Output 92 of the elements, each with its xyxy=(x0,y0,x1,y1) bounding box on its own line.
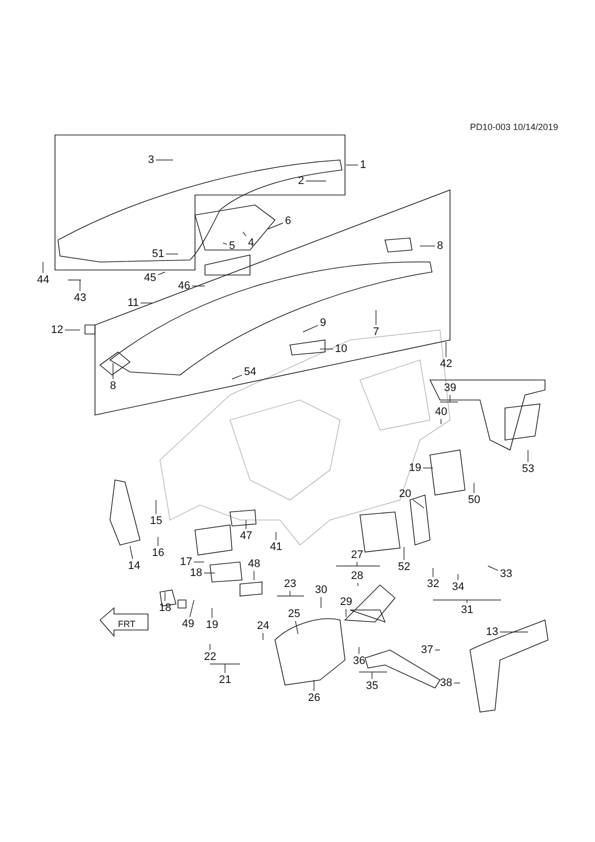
leader-line xyxy=(440,418,442,424)
leader-line xyxy=(140,302,152,304)
callout-number: 20 xyxy=(398,488,412,500)
callout-number: 14 xyxy=(127,560,142,572)
leader-line xyxy=(158,272,166,276)
callout-number: 54 xyxy=(243,366,258,378)
callout-number: 43 xyxy=(73,292,88,304)
callout-number: 38 xyxy=(439,677,454,689)
callout-number: 34 xyxy=(451,581,466,593)
callout-number: 46 xyxy=(177,280,192,292)
leader-line xyxy=(130,546,133,560)
leader-line xyxy=(268,222,284,230)
callout-number: 12 xyxy=(50,324,64,336)
leader-line xyxy=(295,620,298,634)
leader-line xyxy=(440,394,458,402)
callout-number: 8 xyxy=(109,380,118,392)
leader-line xyxy=(432,600,502,604)
callout-number: 25 xyxy=(287,608,302,620)
callout-number: 24 xyxy=(256,620,270,632)
leader-line xyxy=(412,500,424,508)
leader-line xyxy=(358,672,388,680)
callout-number: 7 xyxy=(372,326,380,338)
callout-number: 37 xyxy=(420,644,434,656)
leader-line xyxy=(262,632,264,640)
callout-number: 9 xyxy=(319,317,328,329)
leader-line xyxy=(210,664,240,674)
callout-number: 2 xyxy=(297,175,306,187)
callout-number: 42 xyxy=(439,358,454,370)
callout-number: 26 xyxy=(307,692,322,704)
callout-number: 18 xyxy=(189,567,204,579)
callout-number: 16 xyxy=(151,547,166,559)
callout-number: 35 xyxy=(365,680,380,692)
callout-number: 30 xyxy=(314,584,328,596)
callout-number: 49 xyxy=(181,618,196,630)
callout-number: 21 xyxy=(218,674,232,686)
direction-label: FRT xyxy=(118,619,136,629)
callout-number: 51 xyxy=(151,248,166,260)
leader-line xyxy=(432,568,434,578)
leader-line xyxy=(276,590,304,596)
leader-line xyxy=(204,572,216,574)
leader-line xyxy=(306,180,326,182)
callout-number: 22 xyxy=(203,651,218,663)
callout-number: 23 xyxy=(283,578,298,590)
leader-line xyxy=(454,682,460,684)
callout-number: 19 xyxy=(205,619,220,631)
leader-line xyxy=(189,600,194,618)
callout-number: 18 xyxy=(158,602,172,614)
callout-number: 52 xyxy=(397,561,412,573)
callout-number: 5 xyxy=(228,240,236,252)
callout-number: 11 xyxy=(126,297,140,309)
callout-number: 47 xyxy=(239,530,254,542)
callout-number: 45 xyxy=(143,272,158,284)
callout-number: 4 xyxy=(247,237,256,249)
callout-number: 17 xyxy=(179,556,194,568)
callout-number: 48 xyxy=(247,558,262,570)
leader-line xyxy=(242,232,246,236)
leader-line xyxy=(302,324,318,332)
leader-line xyxy=(164,592,166,602)
leader-line xyxy=(222,242,228,245)
leader-line xyxy=(68,280,82,292)
leader-line xyxy=(42,262,44,274)
callout-number: 33 xyxy=(499,568,514,580)
callout-number: 36 xyxy=(352,655,366,667)
callout-number: 44 xyxy=(36,274,50,286)
leader-line xyxy=(112,362,114,380)
leader-line xyxy=(336,562,380,566)
callout-number: 1 xyxy=(359,159,368,171)
callout-number: 29 xyxy=(339,596,354,608)
callout-number: 3 xyxy=(147,154,156,166)
callout-number: 6 xyxy=(284,215,292,227)
leader-line xyxy=(346,164,358,166)
leader-line xyxy=(320,596,322,608)
callout-number: 28 xyxy=(350,570,364,582)
leader-line xyxy=(320,348,334,350)
callout-number: 32 xyxy=(426,578,440,590)
callout-number: 41 xyxy=(269,541,284,553)
callout-number: 10 xyxy=(334,343,348,355)
callout-number: 40 xyxy=(434,406,448,418)
callout-number: 27 xyxy=(350,549,364,561)
callout-number: 31 xyxy=(460,604,474,616)
leader-line xyxy=(232,374,242,380)
callout-number: 13 xyxy=(485,626,500,638)
document-number: PD10-003 10/14/2019 xyxy=(470,122,558,132)
leader-line xyxy=(357,582,358,586)
leader-line xyxy=(358,646,360,654)
callout-number: 15 xyxy=(149,515,164,527)
leader-line xyxy=(488,566,498,571)
callout-number: 19 xyxy=(408,462,422,474)
callout-number: 50 xyxy=(467,494,482,506)
callout-number: 39 xyxy=(443,382,458,394)
callout-number: 8 xyxy=(436,240,444,252)
callout-number: 53 xyxy=(521,463,536,475)
